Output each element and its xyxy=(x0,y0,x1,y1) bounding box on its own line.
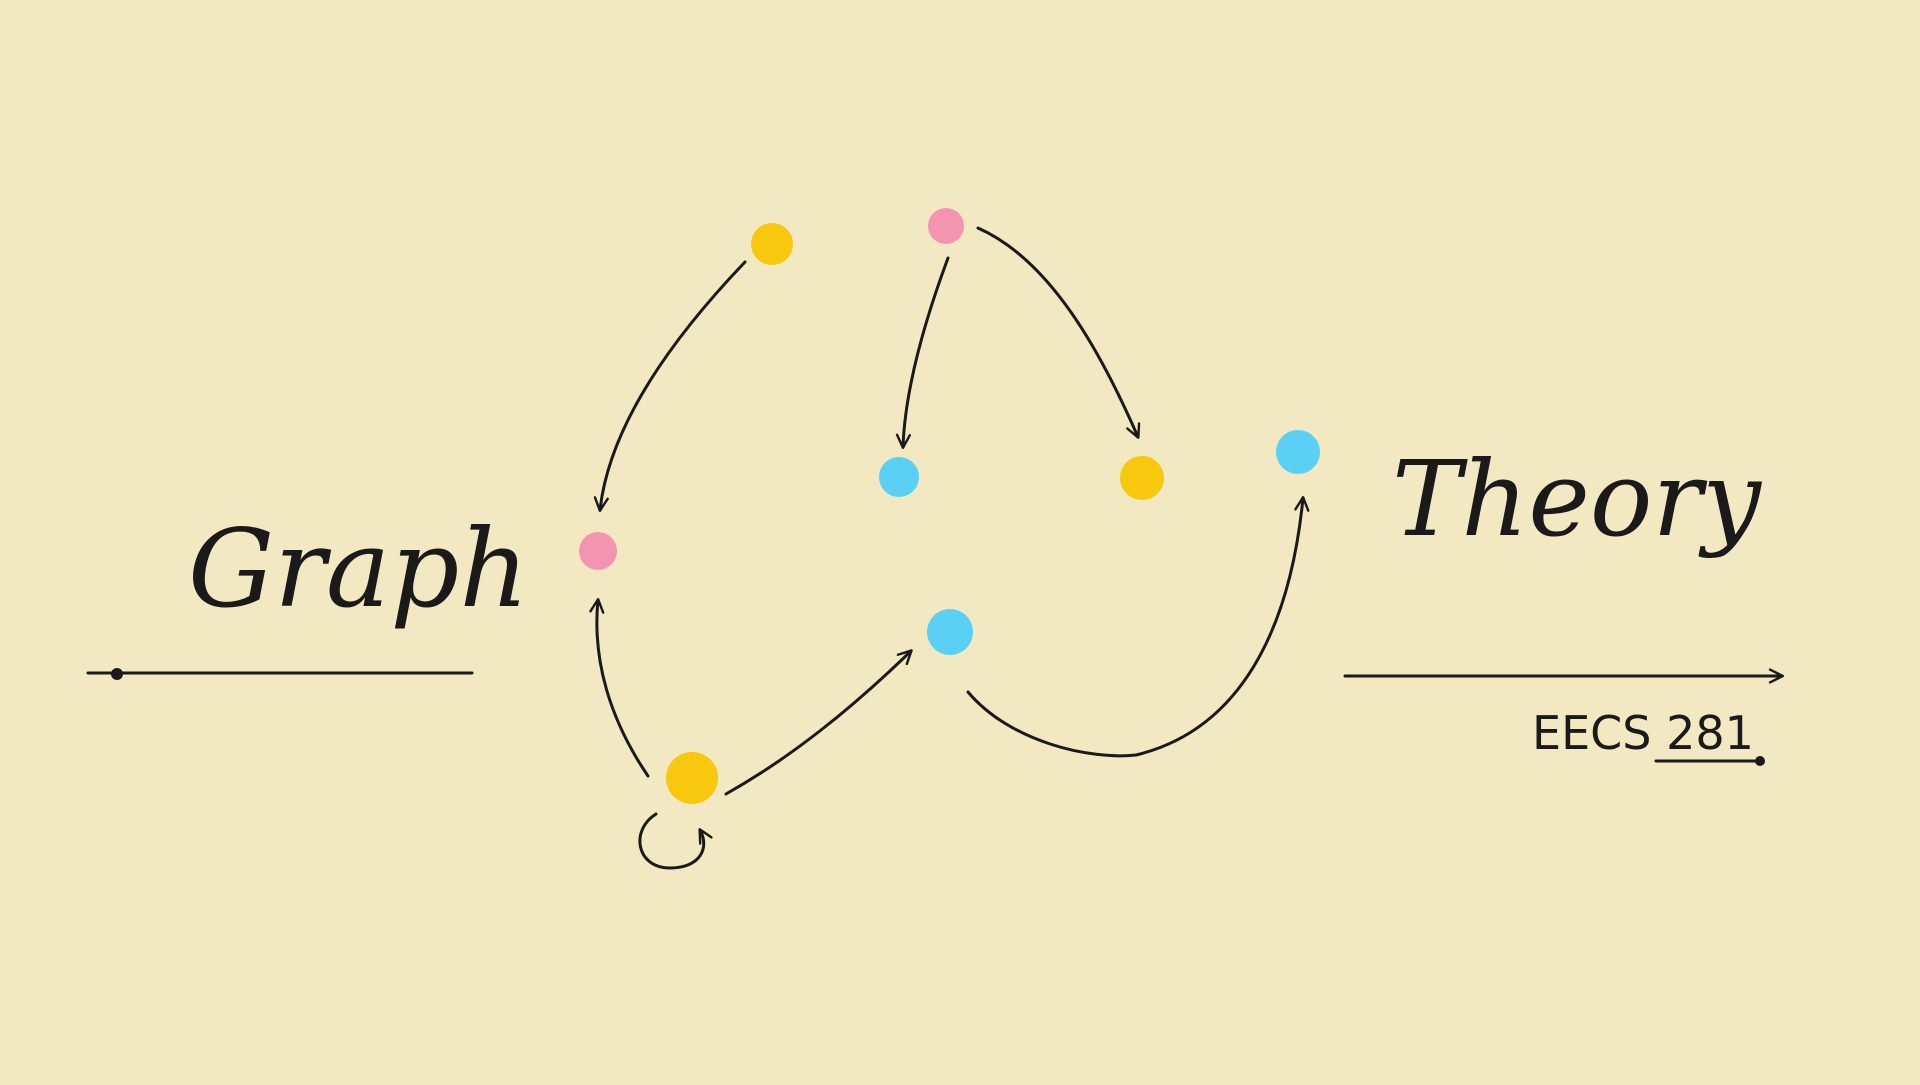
node-n3 xyxy=(579,532,617,570)
course-label: EECS 281 xyxy=(1532,706,1754,760)
node-n5 xyxy=(1120,456,1164,500)
node-n7 xyxy=(927,609,973,655)
node-n1 xyxy=(751,223,793,265)
edge-n7-n6 xyxy=(966,496,1310,758)
edges xyxy=(589,226,1310,870)
node-n8 xyxy=(666,752,718,804)
edge-n8-n7 xyxy=(724,649,913,796)
node-n4 xyxy=(879,457,919,497)
title-theory: Theory xyxy=(1392,438,1762,560)
left-rule xyxy=(86,668,474,680)
edge-n2-n4 xyxy=(895,256,950,449)
edge-n8-self-loop xyxy=(638,812,713,870)
edge-n2-n5 xyxy=(976,226,1141,439)
node-n6 xyxy=(1276,430,1320,474)
title-graph: Graph xyxy=(188,507,529,632)
course-underline xyxy=(1654,756,1765,766)
edge-n8-n3 xyxy=(589,598,650,778)
node-n2 xyxy=(928,208,964,244)
edge-n1-n3 xyxy=(593,260,747,512)
nodes xyxy=(579,208,1320,804)
